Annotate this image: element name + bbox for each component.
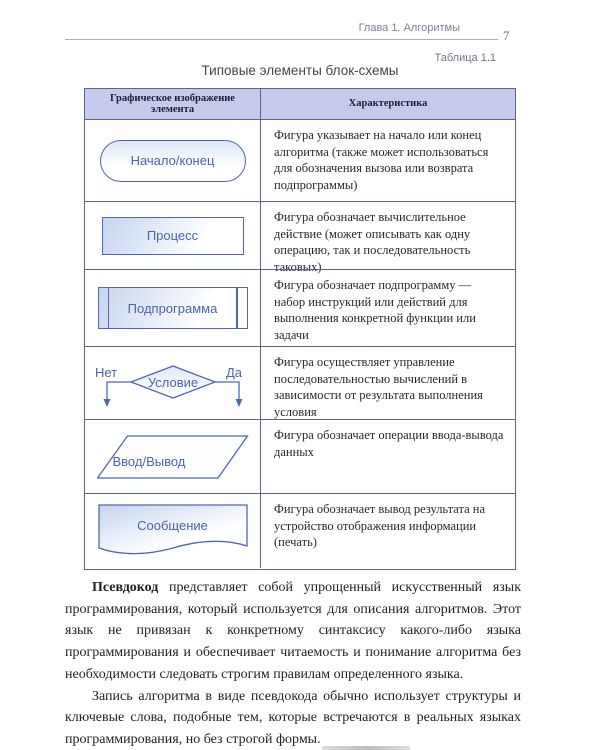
table-row: Ввод/Вывод Фигура обозначает операции вв…	[85, 419, 515, 493]
decision-shape-icon: Нет Да Условие	[95, 365, 243, 407]
io-shape-icon: Ввод/Вывод	[96, 434, 249, 479]
table-row: Процесс Фигура обозначает вычислительное…	[85, 201, 515, 274]
process-shape-icon: Процесс	[101, 216, 244, 255]
row-description: Фигура указывает на начало или конец алг…	[274, 128, 489, 192]
arrow-down-icon	[103, 399, 110, 407]
shape-cell: Сообщение	[85, 494, 261, 568]
paragraph-pseudocode: Псевдокод представляет собой упрощенный …	[65, 577, 521, 686]
shape-cell: Начало/конец	[85, 120, 261, 201]
body-text: Псевдокод представляет собой упрощенный …	[65, 577, 521, 750]
shape-cell: Процесс	[85, 202, 261, 269]
terminator-shape-icon: Начало/конец	[99, 139, 246, 182]
table-row: Подпрограмма Фигура обозначает подпрогра…	[85, 269, 515, 346]
table-title: Типовые элементы блок-схемы	[201, 63, 399, 78]
column-header-characteristic: Характеристика	[348, 98, 428, 110]
table-header-row: Графическое изображение элемента Характе…	[85, 89, 515, 119]
shape-label: Условие	[147, 375, 197, 390]
shape-cell: Подпрограмма	[85, 270, 261, 346]
row-description: Фигура обозначает подпрограмму — набор и…	[274, 278, 476, 342]
shape-cell: Нет Да Условие	[85, 347, 261, 419]
shape-label: Ввод/Вывод	[112, 453, 186, 469]
row-description: Фигура осуществляет управление последова…	[274, 355, 483, 419]
subroutine-shape-icon: Подпрограмма	[97, 287, 248, 329]
table-row: Нет Да Условие Фигура осуществляет управ…	[85, 346, 515, 419]
row-description: Фигура обозначает вычислительное действи…	[274, 210, 471, 274]
chapter-running-head: Глава 1. Алгоритмы	[358, 22, 460, 34]
table-row: Сообщение Фигура обозначает вывод резуль…	[85, 493, 515, 568]
row-description: Фигура обозначает операции ввода-вывода …	[274, 428, 504, 459]
shape-label: Процесс	[146, 228, 199, 243]
shape-label: Сообщение	[137, 518, 208, 533]
shape-label: Начало/конец	[130, 153, 215, 168]
page-number: 7	[503, 28, 510, 43]
subroutine-side-line	[107, 288, 109, 328]
subroutine-side-line	[236, 288, 238, 328]
cutoff-element	[322, 746, 410, 750]
paragraph-pseudocode-notation: Запись алгоритма в виде псевдокода обычн…	[65, 686, 521, 750]
column-header-graphic: Графическое изображение элемента	[85, 89, 261, 119]
shape-label: Подпрограмма	[127, 300, 218, 316]
branch-yes-label: Да	[226, 365, 243, 380]
shape-cell: Ввод/Вывод	[85, 420, 261, 493]
paragraph-lead: Псевдокод	[92, 580, 159, 595]
header-rule	[65, 39, 498, 40]
paragraph-text: представляет собой упрощенный искусствен…	[65, 580, 521, 682]
branch-no-label: Нет	[95, 365, 117, 380]
paragraph-text: Запись алгоритма в виде псевдокода обычн…	[65, 688, 521, 747]
table-caption: Таблица 1.1	[434, 52, 496, 64]
flowchart-elements-table: Графическое изображение элемента Характе…	[84, 88, 516, 570]
row-description: Фигура обозначает вывод результата на ус…	[274, 502, 486, 550]
table-row: Начало/конец Фигура указывает на начало …	[85, 119, 515, 201]
display-shape-icon: Сообщение	[97, 504, 248, 558]
arrow-down-icon	[235, 399, 242, 407]
